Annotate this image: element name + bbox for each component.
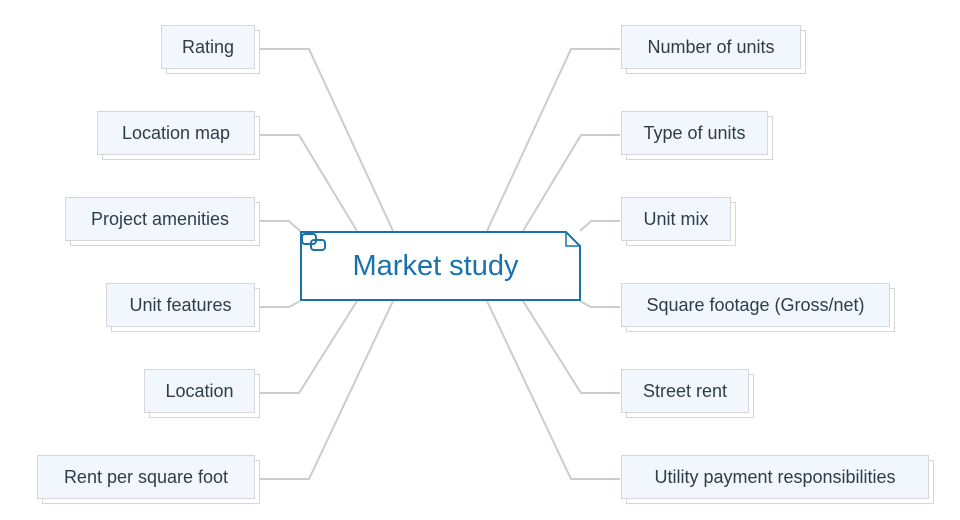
- topic-utility-payment-responsibilities[interactable]: Utility payment responsibilities: [621, 455, 934, 504]
- topic-label: Number of units: [621, 25, 801, 69]
- topic-street-rent[interactable]: Street rent: [621, 369, 754, 418]
- topic-number-of-units[interactable]: Number of units: [621, 25, 806, 74]
- topic-label: Rating: [161, 25, 255, 69]
- connector-line: [486, 48, 620, 232]
- central-topic-label: Market study: [352, 249, 519, 282]
- connector-line: [256, 220, 301, 232]
- connector-line: [579, 220, 620, 232]
- topic-type-of-units[interactable]: Type of units: [621, 111, 773, 160]
- topic-label: Utility payment responsibilities: [621, 455, 929, 499]
- connector-line: [522, 300, 620, 394]
- central-topic[interactable]: Market study: [300, 231, 581, 301]
- topic-label: Project amenities: [65, 197, 255, 241]
- topic-location-map[interactable]: Location map: [97, 111, 260, 160]
- topic-location[interactable]: Location: [144, 369, 260, 418]
- topic-rent-per-square-foot[interactable]: Rent per square foot: [37, 455, 260, 504]
- topic-label: Location: [144, 369, 255, 413]
- topic-unit-features[interactable]: Unit features: [106, 283, 260, 332]
- connector-line: [256, 300, 394, 480]
- topic-label: Street rent: [621, 369, 749, 413]
- connector-line: [522, 134, 620, 232]
- connector-line: [256, 300, 358, 394]
- topic-label: Rent per square foot: [37, 455, 255, 499]
- connector-line: [256, 48, 394, 232]
- topic-project-amenities[interactable]: Project amenities: [65, 197, 260, 246]
- topic-square-footage[interactable]: Square footage (Gross/net): [621, 283, 895, 332]
- central-topic-frame: [300, 231, 581, 301]
- topic-unit-mix[interactable]: Unit mix: [621, 197, 736, 246]
- connector-line: [579, 300, 620, 308]
- connector-line: [256, 300, 301, 308]
- connector-line: [486, 300, 620, 480]
- topic-label: Location map: [97, 111, 255, 155]
- connector-line: [256, 134, 358, 232]
- topic-rating[interactable]: Rating: [161, 25, 260, 74]
- topic-label: Type of units: [621, 111, 768, 155]
- topic-label: Square footage (Gross/net): [621, 283, 890, 327]
- topic-label: Unit features: [106, 283, 255, 327]
- topic-label: Unit mix: [621, 197, 731, 241]
